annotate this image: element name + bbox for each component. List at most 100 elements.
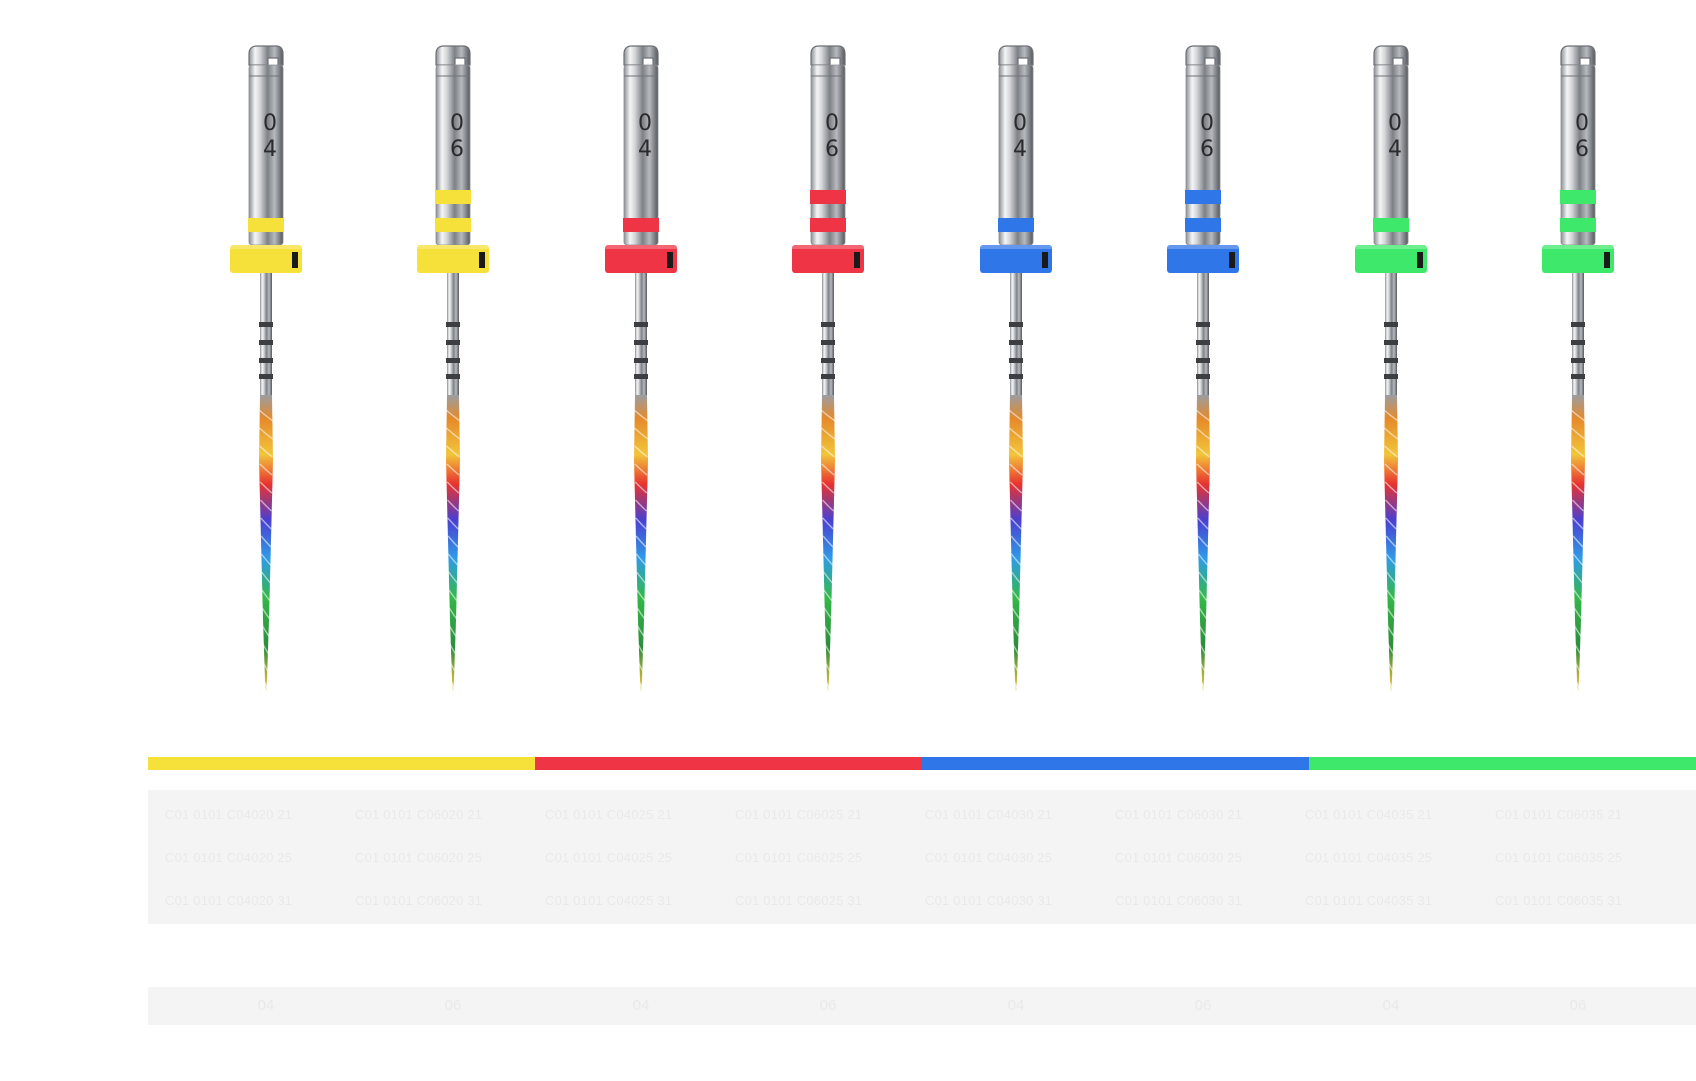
reference-number-table: C01 0101 C04020 21 C01 0101 C06020 21 C01 …: [148, 790, 1696, 924]
taper-digit: 4: [1388, 137, 1402, 162]
reference-number: C01 0101 C04035 21: [1305, 807, 1433, 822]
reference-number: C01 0101 C06035 21: [1495, 807, 1623, 822]
latch-icon: [435, 45, 471, 66]
color-bar-segment: [922, 757, 1309, 770]
color-ring: [810, 218, 846, 232]
latch-icon: [1373, 45, 1409, 66]
reference-row: C01 0101 C04020 31 C01 0101 C06020 31 C01 …: [148, 879, 1696, 922]
file-shaft: [260, 273, 272, 398]
color-ring: [1560, 218, 1596, 232]
cutting-blade: [634, 395, 648, 692]
endodontic-file-illustration: 06: [1542, 45, 1614, 692]
color-ring: [1185, 190, 1221, 204]
reference-number: C01 0101 C04025 21: [545, 807, 673, 822]
reference-number: C01 0101 C04025 31: [545, 893, 673, 908]
color-collar: [417, 245, 489, 273]
cutting-blade: [259, 395, 273, 692]
endodontic-file-illustration: 04: [980, 45, 1052, 692]
color-collar: [1167, 245, 1239, 273]
reference-row: C01 0101 C04020 21 C01 0101 C06020 21 C01 …: [148, 793, 1696, 836]
reference-number: C01 0101 C06030 31: [1115, 893, 1243, 908]
color-collar: [1542, 245, 1614, 273]
color-ring: [623, 218, 659, 232]
reference-number: C01 0101 C06020 31: [355, 893, 483, 908]
color-ring: [810, 190, 846, 204]
file-shaft: [1197, 273, 1209, 398]
taper-digit: 0: [450, 111, 464, 136]
color-bar-segment: [1309, 757, 1696, 770]
color-collar: [980, 245, 1052, 273]
taper-digit: 6: [450, 137, 464, 162]
taper-label: 06: [1569, 997, 1587, 1014]
file-shaft: [635, 273, 647, 398]
taper-digit: 0: [825, 111, 839, 136]
color-collar: [230, 245, 302, 273]
reference-number: C01 0101 C04030 25: [925, 850, 1053, 865]
endodontic-file-illustration: 04: [1355, 45, 1427, 692]
taper-digit: 4: [638, 137, 652, 162]
taper-digit: 4: [1013, 137, 1027, 162]
taper-label: 06: [444, 997, 462, 1014]
latch-icon: [623, 45, 659, 66]
reference-number: C01 0101 C04025 25: [545, 850, 673, 865]
taper-digit: 0: [1200, 111, 1214, 136]
reference-number: C01 0101 C06030 21: [1115, 807, 1243, 822]
reference-number: C01 0101 C04035 25: [1305, 850, 1433, 865]
cutting-blade: [1009, 395, 1023, 692]
taper-label-row: 04 06 04 06 04 06 04 06: [148, 987, 1696, 1025]
reference-number: C01 0101 C06020 21: [355, 807, 483, 822]
taper-label: 04: [632, 997, 650, 1014]
taper-digit: 4: [263, 137, 277, 162]
color-ring: [998, 218, 1034, 232]
latch-icon: [1185, 45, 1221, 66]
taper-label: 04: [1007, 997, 1025, 1014]
reference-number: C01 0101 C06035 25: [1495, 850, 1623, 865]
endodontic-file-illustration: 06: [417, 45, 489, 692]
taper-digit: 6: [1200, 137, 1214, 162]
file-shaft: [1010, 273, 1022, 398]
taper-digit: 6: [825, 137, 839, 162]
latch-icon: [1560, 45, 1596, 66]
color-code-bar: [148, 757, 1696, 770]
file-shaft: [447, 273, 459, 398]
latch-icon: [810, 45, 846, 66]
endodontic-file-illustration: 06: [792, 45, 864, 692]
taper-digit: 6: [1575, 137, 1589, 162]
reference-number: C01 0101 C04035 31: [1305, 893, 1433, 908]
cutting-blade: [446, 395, 460, 692]
reference-number: C01 0101 C04020 21: [165, 807, 293, 822]
endodontic-file-illustration: 04: [230, 45, 302, 692]
color-ring: [1185, 218, 1221, 232]
file-shaft: [822, 273, 834, 398]
color-ring: [1373, 218, 1409, 232]
taper-label: 06: [819, 997, 837, 1014]
taper-digit: 0: [263, 111, 277, 136]
color-bar-segment: [148, 757, 535, 770]
cutting-blade: [1571, 395, 1585, 692]
taper-digit: 0: [1388, 111, 1402, 136]
reference-number: C01 0101 C06020 25: [355, 850, 483, 865]
endodontic-file-illustration: 06: [1167, 45, 1239, 692]
latch-icon: [998, 45, 1034, 66]
taper-digit: 0: [1575, 111, 1589, 136]
taper-label: 04: [257, 997, 275, 1014]
reference-number: C01 0101 C06025 31: [735, 893, 863, 908]
latch-icon: [248, 45, 284, 66]
taper-label: 06: [1194, 997, 1212, 1014]
reference-number: C01 0101 C04030 21: [925, 807, 1053, 822]
taper-digit: 0: [1013, 111, 1027, 136]
reference-number: C01 0101 C04020 31: [165, 893, 293, 908]
reference-number: C01 0101 C04030 31: [925, 893, 1053, 908]
taper-label: 04: [1382, 997, 1400, 1014]
color-ring: [1560, 190, 1596, 204]
cutting-blade: [1196, 395, 1210, 692]
taper-digit: 0: [638, 111, 652, 136]
